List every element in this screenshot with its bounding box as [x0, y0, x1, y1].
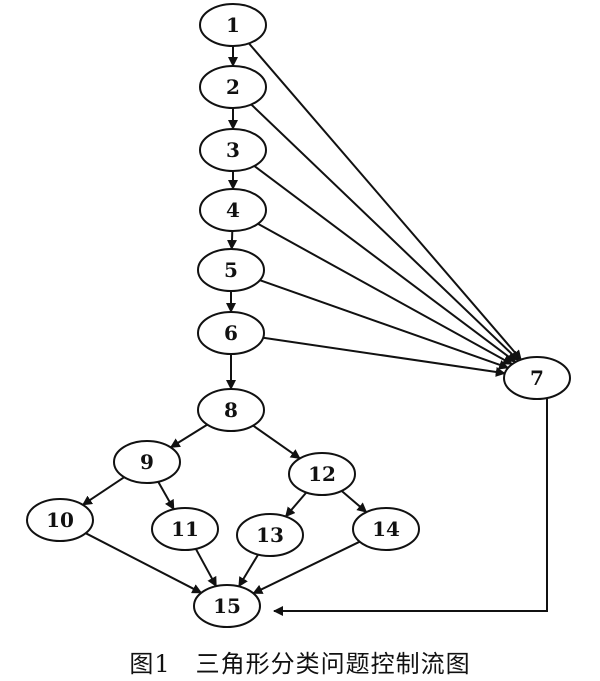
node-3: 3 — [199, 128, 267, 172]
node-label: 5 — [224, 258, 238, 282]
node-label: 13 — [256, 523, 284, 547]
node-14: 14 — [352, 507, 420, 551]
figure-caption: 图1 三角形分类问题控制流图 — [129, 650, 471, 678]
edge-3-to-7 — [253, 165, 517, 363]
edge-8-to-12 — [252, 424, 301, 460]
node-ellipse — [236, 513, 304, 557]
node-ellipse — [197, 248, 265, 292]
node-ellipse — [113, 440, 181, 484]
node-ellipse — [193, 584, 261, 628]
node-ellipse — [503, 356, 571, 400]
node-5: 5 — [197, 248, 265, 292]
node-9: 9 — [113, 440, 181, 484]
edges-layer — [81, 42, 548, 616]
edge-1-to-7 — [248, 42, 522, 361]
node-ellipse — [199, 65, 267, 109]
node-2: 2 — [199, 65, 267, 109]
node-ellipse — [352, 507, 420, 551]
node-1: 1 — [199, 3, 267, 47]
node-label: 10 — [46, 508, 74, 532]
node-label: 7 — [530, 366, 544, 390]
node-6: 6 — [197, 311, 265, 355]
node-label: 12 — [308, 462, 336, 486]
node-ellipse — [199, 188, 267, 232]
edge-10-to-15 — [85, 532, 203, 594]
node-13: 13 — [236, 513, 304, 557]
node-8: 8 — [197, 388, 265, 432]
edge-11-to-15 — [194, 548, 218, 588]
node-12: 12 — [288, 452, 356, 496]
node-ellipse — [288, 452, 356, 496]
node-label: 15 — [213, 594, 241, 618]
node-ellipse — [151, 507, 219, 551]
node-label: 3 — [226, 138, 240, 162]
edge-2-to-7 — [250, 103, 520, 362]
edge-13-to-15 — [238, 554, 259, 588]
edge-8-to-9 — [169, 423, 208, 449]
edge-7-to-15 — [273, 399, 548, 616]
edge-12-to-13 — [284, 491, 308, 518]
node-label: 8 — [224, 398, 238, 422]
node-label: 1 — [226, 13, 240, 37]
node-ellipse — [199, 3, 267, 47]
edge-9-to-10 — [81, 476, 125, 506]
edge-12-to-14 — [340, 490, 368, 513]
node-ellipse — [26, 498, 94, 542]
edge-5-to-7 — [259, 279, 510, 370]
edge-14-to-15 — [252, 540, 361, 595]
node-label: 6 — [224, 321, 238, 345]
node-label: 4 — [226, 198, 240, 222]
node-label: 14 — [372, 517, 400, 541]
node-ellipse — [199, 128, 267, 172]
node-label: 9 — [140, 450, 154, 474]
node-10: 10 — [26, 498, 94, 542]
edge-4-to-7 — [257, 222, 513, 366]
node-11: 11 — [151, 507, 219, 551]
node-7: 7 — [503, 356, 571, 400]
node-ellipse — [197, 311, 265, 355]
edge-9-to-11 — [157, 481, 175, 511]
node-4: 4 — [199, 188, 267, 232]
node-label: 11 — [171, 517, 199, 541]
node-ellipse — [197, 388, 265, 432]
edge-4-to-5 — [227, 230, 237, 250]
node-label: 2 — [226, 75, 240, 99]
node-15: 15 — [193, 584, 261, 628]
edge-6-to-7 — [263, 336, 506, 377]
